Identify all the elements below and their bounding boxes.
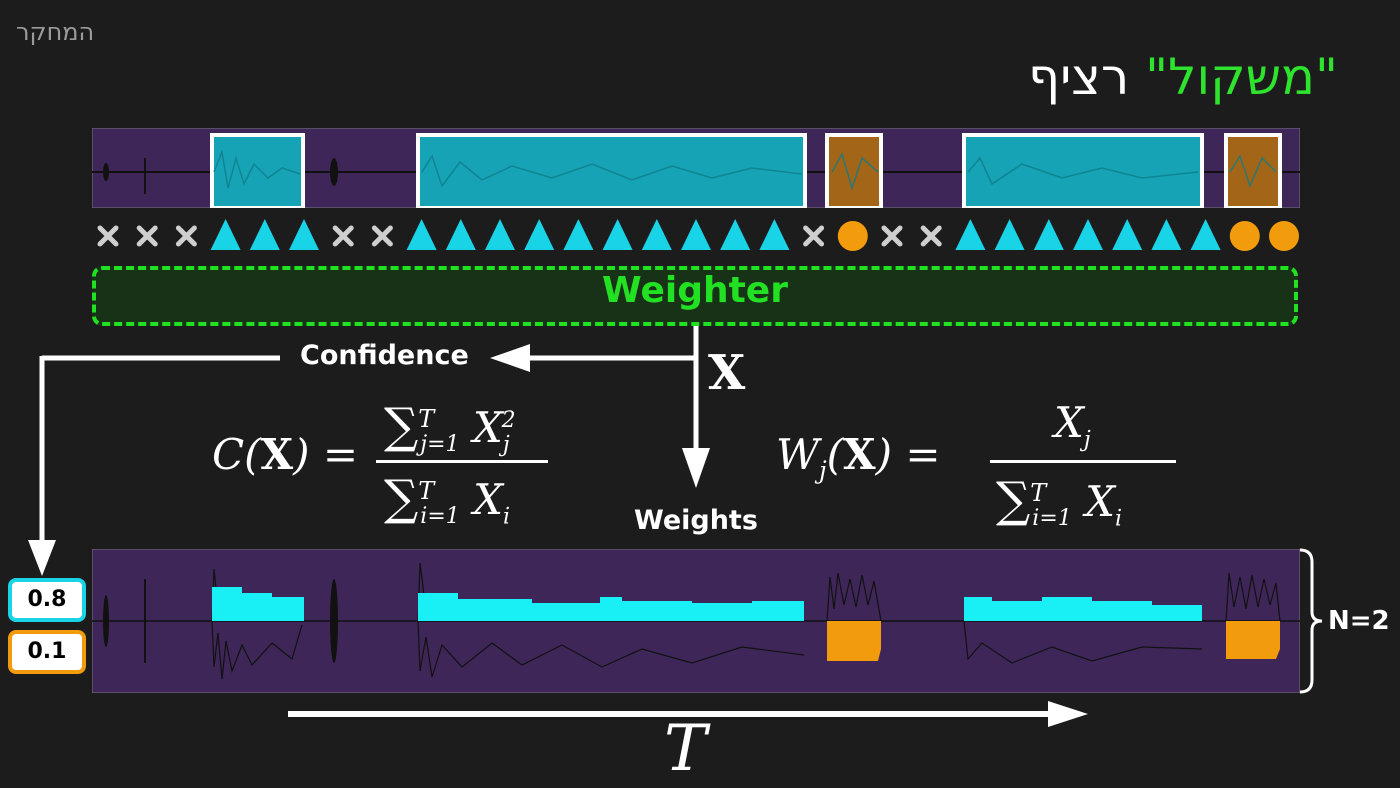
segment-waveform	[213, 149, 1277, 191]
speech-frame-triangle	[641, 219, 672, 250]
waveform-noise-blips	[103, 158, 338, 194]
speech-frame-triangle	[681, 219, 711, 250]
ignored-frame-cross	[332, 225, 354, 247]
time-arrowhead	[1048, 701, 1088, 727]
confidence-arrowhead	[490, 344, 530, 372]
confidence-arrow	[528, 326, 699, 361]
confidence-formula-numerator: ∑Tj=1 Xj2	[384, 398, 516, 458]
other-waveform-top	[826, 572, 1281, 622]
output-waveform-panel	[92, 549, 1300, 693]
ignored-frame-cross	[371, 225, 393, 247]
speech-confidence-badge: 0.8	[8, 578, 86, 622]
title-plain: רציף	[1028, 48, 1130, 106]
ignored-frame-cross	[881, 225, 903, 247]
noise-waveform	[103, 579, 338, 663]
speech-frame-triangle	[289, 219, 319, 250]
slide-title: "משקול" רציף	[1028, 48, 1338, 106]
x-label: X	[708, 345, 746, 401]
weights-fraction-bar	[990, 460, 1176, 463]
speech-weight-fill	[212, 587, 1202, 621]
other-segment	[825, 133, 1282, 208]
speech-frame-triangle	[1073, 219, 1103, 250]
ignored-frame-cross	[803, 225, 825, 247]
ignored-frame-cross	[97, 225, 119, 247]
speech-frame-triangle	[249, 219, 280, 250]
speech-frame-triangle	[524, 219, 555, 250]
speech-frame-triangle	[1151, 219, 1182, 250]
title-accent: "משקול"	[1145, 48, 1338, 106]
n-brace	[1299, 548, 1323, 694]
confidence-formula-denominator: ∑Ti=1 Xi	[384, 470, 511, 530]
other-weight-fill	[827, 621, 1280, 661]
input-waveform-panel	[92, 128, 1300, 208]
weights-formula-lhs: Wj(X) =	[776, 430, 941, 485]
other-confidence-badge: 0.1	[8, 630, 86, 674]
speech-frame-triangle	[994, 219, 1025, 250]
speech-frame-triangle	[720, 219, 751, 250]
other-frame-circle	[1269, 221, 1299, 251]
weights-formula-numerator: Xj	[1054, 398, 1091, 453]
speech-frame-triangle	[602, 219, 633, 250]
ignored-frame-cross	[175, 225, 197, 247]
weighter-label: Weighter	[602, 270, 788, 311]
frame-symbols	[97, 219, 1299, 251]
confidence-formula-lhs: C(X) =	[212, 430, 359, 479]
speech-frame-triangle	[1190, 219, 1221, 250]
speech-frame-triangle	[955, 219, 986, 250]
section-label: המחקר	[16, 18, 95, 46]
ignored-frame-cross	[136, 225, 158, 247]
confidence-fraction-bar	[376, 460, 548, 463]
speech-frame-triangle	[1033, 219, 1064, 250]
speech-frame-triangle	[485, 219, 515, 250]
weights-formula-denominator: ∑Ti=1 Xi	[996, 472, 1123, 532]
weights-arrowhead	[682, 448, 710, 488]
confidence-label: Confidence	[300, 340, 469, 371]
weighter-box	[92, 266, 1298, 326]
weights-label: Weights	[634, 505, 758, 536]
speech-frame-triangle	[445, 219, 476, 250]
speech-frame-triangle	[406, 219, 437, 250]
other-frame-circle	[837, 221, 868, 251]
time-axis-label: T	[664, 712, 707, 786]
feedback-arrowhead	[28, 540, 56, 576]
speech-frame-triangle	[1112, 219, 1143, 250]
other-frame-circle	[1229, 221, 1260, 251]
n-label: N=2	[1328, 606, 1390, 636]
feedback-arrow	[39, 355, 280, 542]
speech-frame-triangle	[210, 219, 241, 250]
speech-frame-triangle	[759, 219, 790, 250]
ignored-frame-cross	[920, 225, 942, 247]
speech-frame-triangle	[563, 219, 594, 250]
